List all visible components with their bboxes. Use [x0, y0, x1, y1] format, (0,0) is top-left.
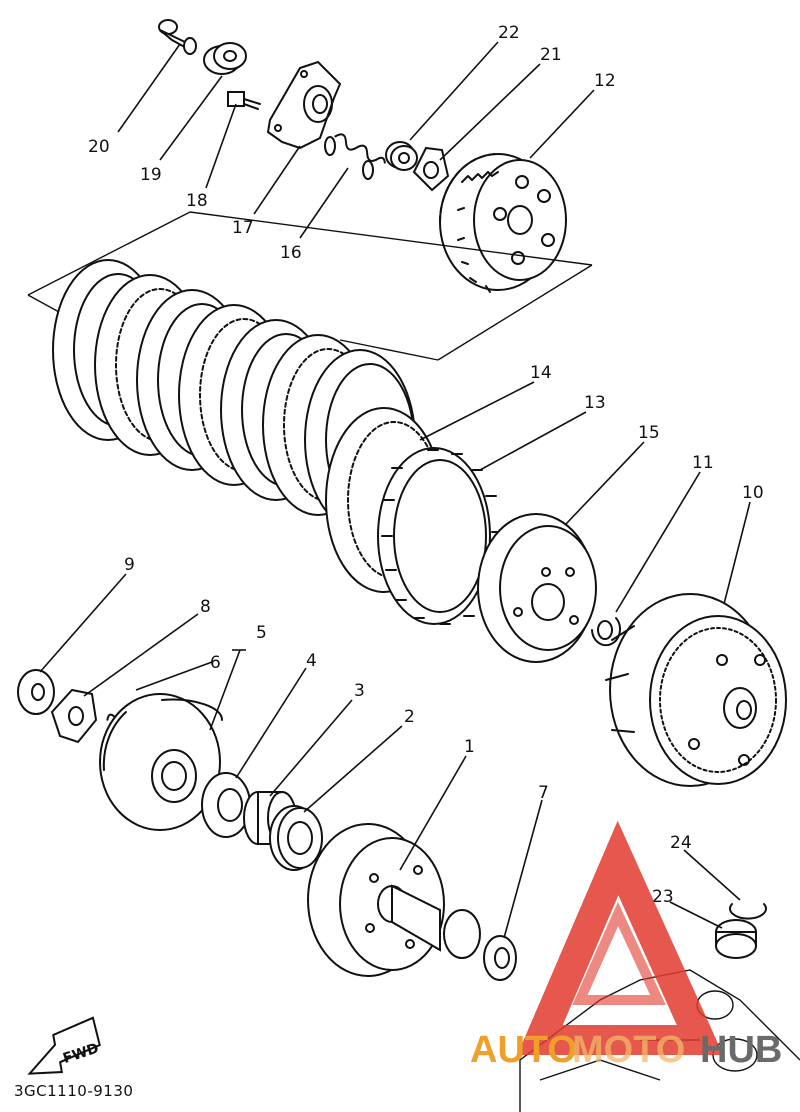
part-code: 3GC1110-9130 [14, 1082, 133, 1100]
part-18-bolt [227, 91, 261, 110]
callout-2: 2 [404, 707, 415, 727]
part-12-clutch-boss [439, 153, 567, 293]
watermark-auto: AUTO [470, 1029, 577, 1071]
callout-22: 22 [498, 23, 520, 43]
callout-11: 11 [692, 453, 714, 473]
callout-18: 18 [186, 191, 208, 211]
part-21-lock-washer [412, 146, 450, 192]
watermark-logo: AUTO MOTO HUB [470, 820, 782, 1071]
callout-20: 20 [88, 137, 110, 157]
part-24-circlip [729, 903, 767, 920]
callout-5: 5 [256, 623, 267, 643]
callout-15: 15 [638, 423, 660, 443]
clutch-plates-stack [52, 259, 503, 625]
callout-23: 23 [652, 887, 674, 907]
watermark-hub: HUB [700, 1029, 782, 1071]
part-22-nut [385, 141, 418, 171]
part-7-washer [483, 935, 517, 981]
callout-12: 12 [594, 71, 616, 91]
callout-9: 9 [124, 555, 135, 575]
part-2-bearing-cage [269, 805, 323, 871]
part-23-plug [715, 919, 757, 959]
callout-leaders [39, 41, 751, 939]
part-10-clutch-housing [605, 593, 787, 787]
callout-4: 4 [306, 651, 317, 671]
part-19-bearing [203, 42, 247, 75]
callout-14: 14 [530, 363, 552, 383]
part-8-plate [50, 688, 98, 744]
part-9-washer [17, 669, 55, 715]
callout-17: 17 [232, 218, 254, 238]
callout-10: 10 [742, 483, 764, 503]
plate-stack-bracket-lines [27, 211, 593, 361]
callout-8: 8 [200, 597, 211, 617]
callout-6: 6 [210, 653, 221, 673]
part-11-circlip [591, 617, 621, 647]
callout-21: 21 [540, 45, 562, 65]
callout-3: 3 [354, 681, 365, 701]
callout-24: 24 [670, 833, 692, 853]
callout-13: 13 [584, 393, 606, 413]
part-5-clutch-shoe-assembly [99, 693, 224, 831]
fwd-arrow: FWD [27, 1016, 101, 1075]
part-20-pin [158, 19, 197, 55]
callout-1: 1 [464, 737, 475, 757]
callout-19: 19 [140, 165, 162, 185]
plate-9-part-13 [377, 447, 503, 625]
callout-16: 16 [280, 243, 302, 263]
part-16-spring [324, 133, 386, 180]
callout-7: 7 [538, 783, 549, 803]
callout-labels: 20 19 18 17 16 22 21 12 14 13 15 11 10 9… [88, 23, 764, 907]
watermark-moto: MOTO [572, 1029, 685, 1071]
part-1-clutch-drum [307, 823, 481, 977]
part-4-washer [201, 772, 251, 838]
part-17-bracket [266, 60, 342, 150]
part-15-pressure-plate [477, 513, 597, 663]
